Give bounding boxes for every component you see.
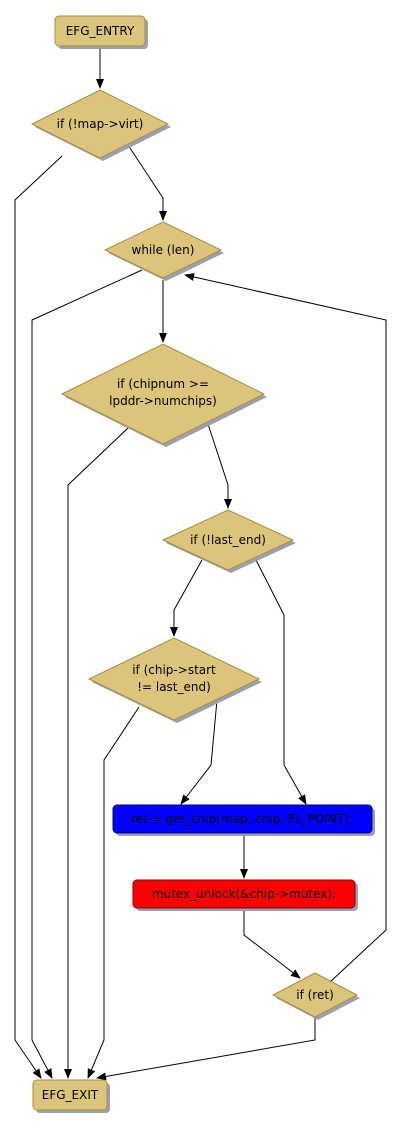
edge-if-last-end-to-if-chip-start [170, 559, 203, 637]
if-ret-label: if (ret) [296, 988, 334, 1002]
node-if-last-end[interactable]: if (!last_end) [161, 509, 296, 573]
node-if-map-virt[interactable]: if (!map->virt) [30, 89, 171, 161]
efg-exit-box [32, 1079, 108, 1111]
edge-mutex-unlock-to-if-ret [243, 910, 301, 979]
while-len-label: while (len) [132, 243, 195, 257]
edge-if-ret-to-while [184, 273, 387, 983]
if-ret-diamond [271, 972, 359, 1018]
if-chipnum-label-line1: if (chipnum >= [117, 377, 209, 391]
edge-if-ret-to-exit [96, 1017, 316, 1081]
edge-if-chipnum-to-exit [64, 427, 129, 1079]
node-mutex-unlock[interactable]: mutex_unlock(&chip->mutex); [132, 879, 358, 911]
if-chipnum-diamond [60, 343, 266, 445]
if-last-end-label: if (!last_end) [190, 533, 266, 547]
if-chip-start-label-line2: != last_end) [137, 680, 211, 694]
if-last-end-diamond [161, 509, 295, 571]
node-efg-entry[interactable]: EFG_ENTRY [54, 15, 148, 49]
if-map-virt-diamond [30, 89, 170, 159]
edge-if-chipnum-to-if-last-end [207, 423, 232, 509]
edge-if-last-end-to-get-chip [255, 559, 307, 805]
efg-exit-label: EFG_EXIT [42, 1088, 99, 1102]
node-while-len[interactable]: while (len) [103, 221, 224, 281]
while-len-diamond [103, 221, 223, 279]
if-map-virt-label: if (!map->virt) [57, 117, 144, 131]
edge-if-chip-start-to-exit [87, 706, 140, 1079]
node-if-chipnum[interactable]: if (chipnum >= lpddr->numchips) [60, 343, 267, 447]
edge-if-virt-to-while [127, 144, 167, 221]
get-chip-box [112, 804, 373, 834]
if-chipnum-label-line2: lpddr->numchips) [109, 394, 217, 408]
edges [14, 48, 387, 1081]
edge-if-virt-to-exit [14, 155, 63, 1079]
node-efg-exit[interactable]: EFG_EXIT [32, 1079, 110, 1113]
edge-while-to-exit [31, 269, 143, 1079]
mutex-unlock-box [132, 879, 356, 909]
efg-entry-box [54, 15, 146, 47]
node-if-ret[interactable]: if (ret) [271, 972, 360, 1020]
node-if-chip-start[interactable]: if (chip->start != last_end) [87, 637, 262, 723]
if-chip-start-label-line1: if (chip->start [132, 663, 216, 677]
efg-entry-label: EFG_ENTRY [66, 24, 135, 38]
if-chip-start-diamond [87, 637, 261, 721]
get-chip-label: ret = get_chip(map, chip, FL_POINT); [131, 812, 353, 826]
edge-if-chip-start-to-get-chip [180, 699, 218, 805]
node-get-chip[interactable]: ret = get_chip(map, chip, FL_POINT); [112, 804, 375, 836]
mutex-unlock-label: mutex_unlock(&chip->mutex); [152, 887, 336, 901]
